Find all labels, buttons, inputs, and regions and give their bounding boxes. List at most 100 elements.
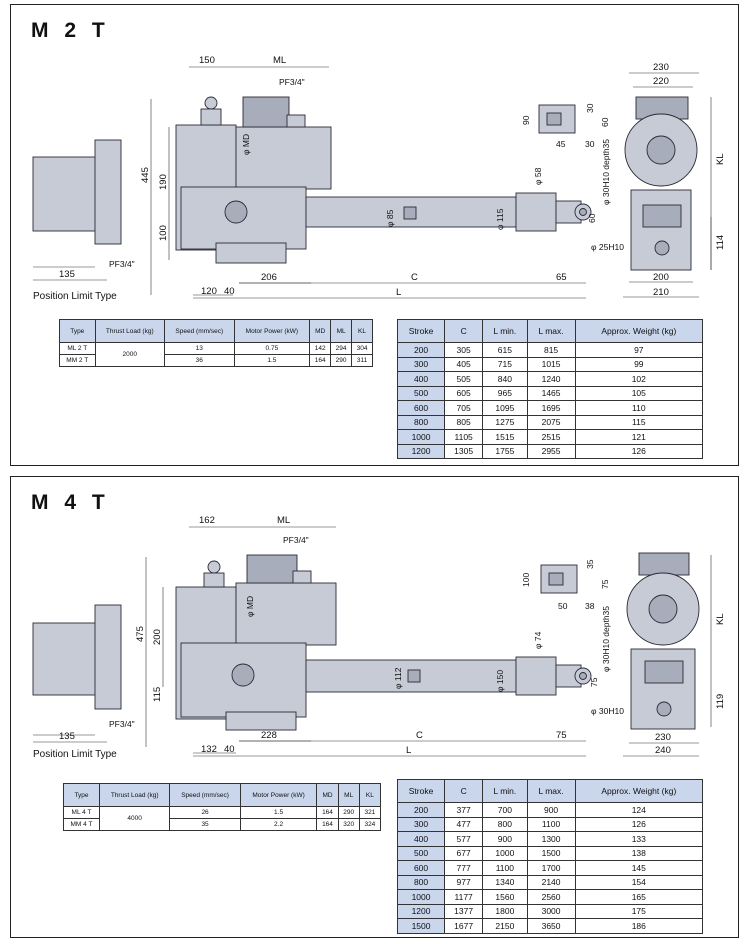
dim-115: 115 <box>152 687 163 702</box>
stroke-cell: 1105 <box>444 429 484 445</box>
dim-pf-left: PF3/4" <box>109 259 135 269</box>
cell-ml: 320 <box>337 818 360 831</box>
stroke-cell: 900 <box>526 802 576 818</box>
stroke-cell: 1100 <box>526 816 576 832</box>
dim-tube: φ 150 <box>495 670 505 692</box>
dim-l: L <box>396 287 401 298</box>
stroke-cell: 400 <box>396 371 446 387</box>
dim-clevis-35: 35 <box>585 559 595 569</box>
dim-75b: 75 <box>589 677 599 687</box>
dim-md: φ MD <box>245 596 255 617</box>
spec-header: Motor Power (kW) <box>233 319 311 343</box>
position-limit-label: Position Limit Type <box>33 749 117 760</box>
stroke-header: L min. <box>482 319 528 343</box>
cell-type: MM 4 T <box>63 818 100 831</box>
stroke-header: L min. <box>482 779 528 803</box>
spec-header: MD <box>309 319 332 343</box>
dim-200: 200 <box>653 272 669 283</box>
dim-clevis-60: 60 <box>600 117 610 127</box>
table-row: MM 4 T 35 2.2 164 320 324 <box>63 818 382 831</box>
limit-switch-box <box>32 139 122 268</box>
table-row: ML 4 T 4000 26 1.5 164 290 321 <box>63 806 382 831</box>
stroke-cell: 2560 <box>526 889 576 905</box>
dim-hole: φ 25H10 <box>591 242 624 252</box>
cell-speed: 35 <box>169 818 241 831</box>
dim-119: 119 <box>715 694 726 709</box>
dim-clevis-30a: 30 <box>585 103 595 113</box>
dim-md: φ MD <box>241 134 251 155</box>
stroke-cell: 1695 <box>526 400 576 416</box>
dim-230: 230 <box>655 732 671 743</box>
spec-header: Thrust Load (kg) <box>94 319 166 343</box>
stroke-cell: 1177 <box>444 889 484 905</box>
cell-kl: 321 <box>358 806 382 819</box>
stroke-cell: 145 <box>574 860 704 876</box>
stroke-cell: 1275 <box>482 414 528 430</box>
stroke-cell: 1755 <box>482 443 528 459</box>
push-rod <box>305 192 592 232</box>
spec-header: ML <box>337 783 360 807</box>
spec-header: Thrust Load (kg) <box>98 783 171 807</box>
spec-header: Speed (mm/sec) <box>164 319 235 343</box>
stroke-cell: 200 <box>396 342 446 358</box>
cell-speed: 13 <box>164 342 235 355</box>
stroke-cell: 2150 <box>482 918 528 934</box>
stroke-cell: 505 <box>444 371 484 387</box>
cell-ml: 290 <box>330 354 353 367</box>
stroke-cell: 2955 <box>526 443 576 459</box>
stroke-cell: 1800 <box>482 903 528 919</box>
dim-65: 65 <box>556 272 567 283</box>
cell-speed: 26 <box>169 806 241 819</box>
panel-m2t: M 2 T Position Limit Type <box>10 4 739 466</box>
dim-kl: KL <box>715 153 726 165</box>
cell-md: 142 <box>309 342 332 355</box>
dim-220: 220 <box>653 76 669 87</box>
spec-header: Motor Power (kW) <box>239 783 318 807</box>
stroke-cell: 200 <box>396 802 446 818</box>
dim-100: 100 <box>158 225 169 241</box>
dim-tube: φ 115 <box>495 208 505 230</box>
stroke-cell: 1500 <box>396 918 446 934</box>
stroke-cell: 600 <box>396 860 446 876</box>
stroke-header: Stroke <box>396 319 446 343</box>
stroke-cell: 965 <box>482 385 528 401</box>
dim-135: 135 <box>59 731 75 742</box>
stroke-cell: 977 <box>444 874 484 890</box>
panel-m4t: M 4 T Position Limit Type <box>10 476 739 938</box>
stroke-cell: 815 <box>526 342 576 358</box>
stroke-cell: 1465 <box>526 385 576 401</box>
stroke-cell: 2075 <box>526 414 576 430</box>
stroke-cell: 1515 <box>482 429 528 445</box>
cell-type: MM 2 T <box>59 354 96 367</box>
stroke-cell: 677 <box>444 845 484 861</box>
dim-240: 240 <box>655 745 671 756</box>
stroke-cell: 2140 <box>526 874 576 890</box>
stroke-cell: 400 <box>396 831 446 847</box>
cell-md: 164 <box>309 354 332 367</box>
cell-load: 4000 <box>98 806 171 831</box>
stroke-cell: 800 <box>482 816 528 832</box>
clevis-detail <box>538 104 576 134</box>
stroke-header: C <box>444 319 484 343</box>
dim-clevis-90: 90 <box>521 115 531 125</box>
stroke-cell: 1560 <box>482 889 528 905</box>
stroke-cell: 1700 <box>526 860 576 876</box>
stroke-cell: 1240 <box>526 371 576 387</box>
stroke-cell: 705 <box>444 400 484 416</box>
cell-kl: 324 <box>358 818 382 831</box>
stroke-cell: 777 <box>444 860 484 876</box>
stroke-cell: 500 <box>396 385 446 401</box>
dim-40: 40 <box>224 286 235 297</box>
stroke-cell: 1377 <box>444 903 484 919</box>
cell-power: 0.75 <box>233 342 311 355</box>
stroke-cell: 1000 <box>396 429 446 445</box>
